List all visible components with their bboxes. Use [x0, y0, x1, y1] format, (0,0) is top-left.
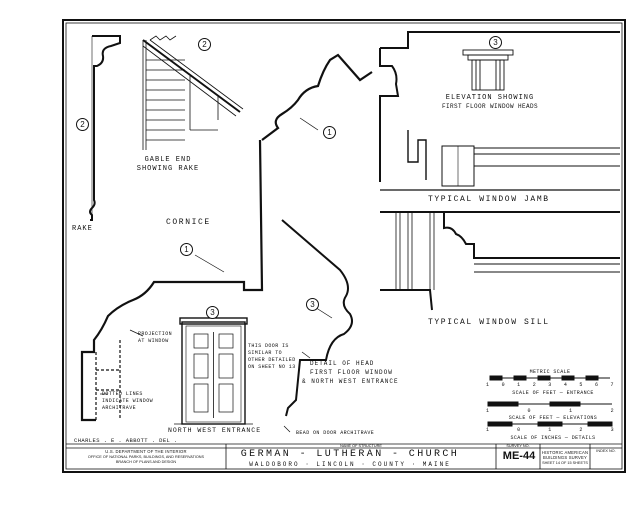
elevation-tick: 1 — [486, 427, 490, 433]
entrance-tick: 0 — [527, 408, 531, 414]
survey-caption: SURVEY NO. — [506, 443, 530, 448]
elevation-tick: 1 — [548, 427, 552, 433]
elevation-scale-ticks: 1 0 1 2 3 — [486, 428, 614, 433]
cornice-profile — [80, 139, 264, 422]
callout-cornice: 1 — [180, 243, 193, 256]
label-door-note-3: OTHER DETAILED — [248, 357, 296, 363]
structure-location: WALDOBORO · LINCOLN · COUNTY · MAINE — [249, 461, 451, 468]
entrance-tick: 2 — [610, 408, 614, 414]
label-north-west-entrance: NORTH WEST ENTRANCE — [168, 427, 262, 434]
label-door-note-4: ON SHEET NO 13 — [248, 364, 296, 370]
program-line-1: HISTORIC AMERICAN — [541, 450, 589, 455]
head-detail-profile — [281, 219, 353, 417]
label-cornice: CORNICE — [166, 218, 211, 227]
agency-line-1: U.S. DEPARTMENT OF THE INTERIOR — [105, 449, 187, 454]
label-dotted-3: ARCHITRAVE — [102, 405, 137, 411]
outer-border — [62, 19, 626, 473]
structure-caption: NAME OF STRUCTURE — [340, 443, 382, 448]
label-door-note-1: THIS DOOR IS — [248, 343, 289, 349]
label-typical-window-jamb: TYPICAL WINDOW JAMB — [428, 195, 550, 204]
cornice-lower-jamb — [95, 340, 121, 420]
label-delineator: CHARLES . E . ABBOTT . DEL . — [74, 437, 178, 444]
callout-elevation: 3 — [489, 36, 502, 49]
metric-tick: 5 — [579, 382, 583, 388]
callout-cornice-profile: 1 — [323, 126, 336, 139]
metric-tick: 1 — [517, 382, 521, 388]
label-projection-1: PROJECTION — [138, 331, 173, 337]
elevation-tick: 3 — [610, 427, 614, 433]
cornice-crown-upper — [261, 53, 373, 141]
label-bead: BEAD ON DOOR ARCHITRAVE — [296, 430, 375, 436]
agency-line-3: BRANCH OF PLANS AND DESIGN — [115, 460, 177, 464]
rake-profile — [89, 35, 121, 221]
window-sill-drawing — [380, 211, 620, 311]
inches-scale-title: SCALE OF INCHES — DETAILS — [510, 435, 596, 441]
leader-lines — [100, 117, 333, 433]
metric-scale-ticks: 1 0 1 2 3 4 5 6 7 — [486, 383, 614, 388]
title-block-frame — [66, 443, 622, 469]
gable-end-drawing — [142, 35, 244, 150]
label-gable-end-1: GABLE END — [144, 156, 192, 164]
label-door-note-2: SIMILAR TO — [248, 350, 283, 356]
metric-tick: 0 — [501, 382, 505, 388]
callout-gable: 2 — [198, 38, 211, 51]
label-gable-end-2: SHOWING RAKE — [136, 165, 200, 173]
metric-tick: 3 — [548, 382, 552, 388]
scale-bars — [487, 375, 613, 427]
label-elevation-2: FIRST FLOOR WINDOW HEADS — [441, 103, 538, 110]
elevation-scale-title: SCALE OF FEET — ELEVATIONS — [508, 415, 598, 421]
entrance-scale-ticks: 1 0 1 2 — [486, 409, 614, 414]
window-head-elevation — [379, 31, 620, 191]
metric-tick: 6 — [594, 382, 599, 388]
label-rake: RAKE — [72, 225, 93, 233]
metric-tick: 4 — [563, 382, 568, 388]
program-line-2: BUILDINGS SURVEY — [542, 455, 588, 460]
label-dotted-2: INDICATE WINDOW — [102, 398, 154, 404]
metric-tick: 7 — [610, 382, 614, 388]
callout-head-detail: 3 — [306, 298, 319, 311]
callout-door: 3 — [206, 306, 219, 319]
entrance-scale-title: SCALE OF FEET — ENTRANCE — [512, 390, 594, 396]
elevation-tick: 0 — [517, 427, 521, 433]
inner-border — [65, 22, 623, 470]
label-head-detail-2: FIRST FLOOR WINDOW — [310, 369, 393, 376]
callout-rake: 2 — [76, 118, 89, 131]
entrance-tick: 1 — [569, 408, 573, 414]
sheet-info: SHEET 14 OF 15 SHEETS — [542, 461, 588, 465]
metric-tick: 2 — [532, 382, 537, 388]
label-head-detail-3: & NORTH WEST ENTRANCE — [302, 378, 399, 385]
index-caption: INDEX NO. — [596, 449, 616, 453]
label-typical-window-sill: TYPICAL WINDOW SILL — [428, 318, 550, 327]
door-drawing — [174, 317, 253, 425]
label-projection-2: AT WINDOW — [138, 338, 169, 344]
label-head-detail-1: DETAIL OF HEAD — [310, 360, 375, 367]
metric-tick: 1 — [486, 382, 490, 388]
survey-number: ME-44 — [502, 450, 536, 462]
structure-name: GERMAN - LUTHERAN - CHURCH — [240, 449, 460, 460]
metric-scale-title: METRIC SCALE — [529, 369, 571, 375]
elevation-tick: 2 — [579, 427, 583, 433]
label-dotted-1: DOTTED LINES — [102, 391, 143, 397]
label-elevation-1: ELEVATION SHOWING — [445, 94, 535, 102]
agency-line-2: OFFICE OF NATIONAL PARKS, BUILDINGS, AND… — [87, 455, 205, 459]
entrance-tick: 1 — [486, 408, 490, 414]
